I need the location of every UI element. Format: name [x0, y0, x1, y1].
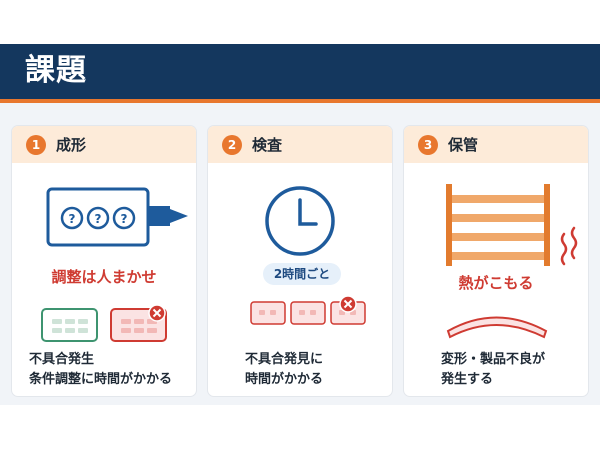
card-storage: 3 保管 熱がこもる 変形・製品不良が 発生する — [404, 126, 588, 396]
step-number: 2 — [222, 135, 242, 155]
question-glyph: ? — [69, 212, 76, 226]
ng-part-icon — [110, 304, 167, 342]
page-title: 課題 — [25, 53, 87, 88]
interval-tag: 2時間ごと — [263, 263, 341, 285]
description-line: 時間がかかる — [245, 372, 324, 387]
card-header: 3 保管 — [404, 126, 588, 163]
storage-illustration — [446, 184, 578, 339]
control-panel-icon: ? ? ? — [46, 187, 188, 247]
description-line: 条件調整に時間がかかる — [29, 372, 173, 387]
card-header: 2 検査 — [208, 126, 392, 163]
highlight-text: 熱がこもる — [458, 274, 534, 292]
header-accent-line — [0, 99, 600, 103]
question-glyph: ? — [121, 212, 128, 226]
highlight-text: 調整は人まかせ — [51, 268, 157, 286]
clock-icon — [265, 186, 335, 256]
storage-rack-icon — [446, 184, 550, 266]
molding-illustration: ? ? ? — [41, 187, 188, 342]
card-title: 成形 — [56, 136, 87, 154]
heat-wave-icon — [560, 226, 578, 266]
card-title: 保管 — [448, 136, 479, 154]
card-title: 検査 — [252, 136, 283, 154]
inspection-illustration — [250, 186, 366, 325]
header-bar — [0, 44, 600, 99]
card-header: 1 成形 — [12, 126, 196, 163]
card-molding: 1 成形 ? ? ? — [12, 126, 196, 396]
description-line: 不具合発見に — [245, 352, 324, 367]
ok-part-icon — [41, 308, 98, 342]
warped-part-icon — [446, 316, 548, 339]
description-line: 不具合発生 — [29, 352, 95, 367]
step-number: 3 — [418, 135, 438, 155]
description-line: 発生する — [441, 372, 494, 387]
card-inspection: 2 検査 2時間ごと 不具合発見に 時間がかかる — [208, 126, 392, 396]
step-number: 1 — [26, 135, 46, 155]
parts-row-icon — [250, 295, 366, 325]
description-line: 変形・製品不良が — [441, 352, 546, 367]
question-glyph: ? — [95, 212, 102, 226]
